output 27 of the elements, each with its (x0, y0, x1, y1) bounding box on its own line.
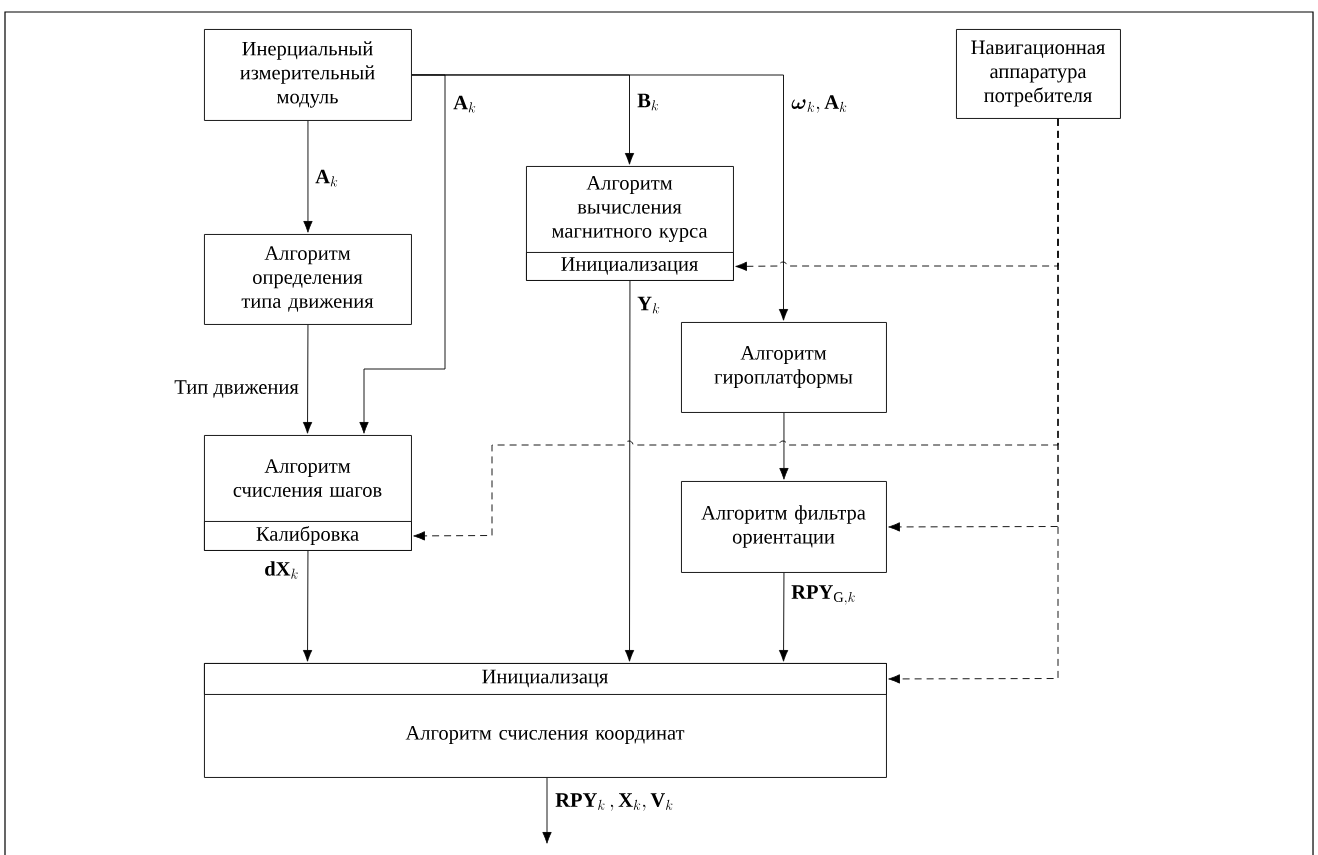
edge-label: $\mathbf{dX}_k$ (265, 561, 298, 579)
process-box: Инерциальный измерительный модуль (204, 29, 412, 121)
edge-label: $\mathbf{B}_k$ (637, 93, 659, 111)
edge-label: $\mathbf{RPY}_{\mathrm{G},k}$ (791, 585, 855, 605)
dashed-arrow (888, 118, 1059, 684)
edge-label: $\mathbf{RPY}_k\,, \mathbf{X}_k, \mathbf{V}_k$ (555, 793, 673, 811)
edge-label: $\mathbf{Y}_k$ (637, 296, 660, 314)
arrow (624, 280, 635, 662)
arrow (778, 572, 789, 662)
arrow (542, 777, 552, 844)
section-row: Инициализация (526, 252, 734, 281)
section-row: Инициализаця (204, 663, 887, 695)
section-row: Калибровка (204, 521, 412, 551)
arrow (302, 550, 313, 662)
edge-label: $\mathbf{A}_k$ (453, 95, 476, 113)
edge-label: $\mathbf{A}_k$ (315, 169, 338, 187)
process-box: Навигационная аппаратура потребителя (956, 29, 1121, 119)
edge-label: Тип движения (174, 380, 299, 398)
arrow (302, 324, 313, 434)
arrow (303, 120, 313, 233)
edge-label: $\boldsymbol{\omega}_k, \mathbf{A}_k$ (791, 95, 847, 113)
arrow (779, 412, 789, 480)
process-box: Алгоритм фильтра ориентации (681, 481, 887, 573)
arrow (411, 74, 789, 321)
process-box: Алгоритм гироплатформы (681, 322, 887, 413)
process-box: Алгоритм определения типа движения (204, 234, 412, 325)
arrow (359, 74, 446, 434)
